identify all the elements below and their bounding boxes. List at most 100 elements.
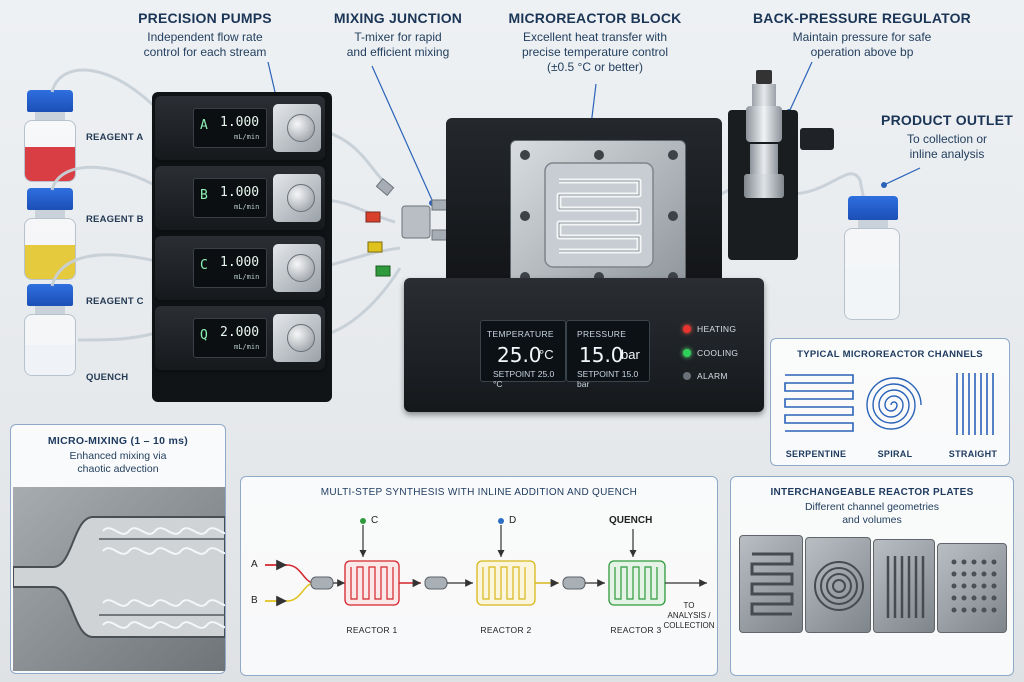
channels-panel: TYPICAL MICROREACTOR CHANNELS SERPENTINE… [770,338,1010,466]
reagent-b-bottle [22,188,82,283]
outlet-header: PRODUCT OUTLET To collection or inline a… [872,112,1022,162]
bpr-desc-line2: operation above bp [810,45,914,59]
pump-q-display: Q 2.000 mL/min [193,318,267,358]
cooling-led [683,349,691,357]
mixing-desc-line2: and efficient mixing [346,45,450,59]
plates-title: INTERCHANGEABLE REACTOR PLATES [770,487,974,498]
reactor-header: MICROREACTOR BLOCK Excellent heat transf… [490,10,700,75]
micromixing-desc-line1: Enhanced mixing via [69,450,167,462]
pressure-unit: bar [621,347,640,362]
pump-q-knob[interactable] [287,324,315,352]
pump-a-channel: A [200,118,208,133]
mixing-header: MIXING JUNCTION T-mixer for rapid and ef… [318,10,478,60]
pump-b-knob[interactable] [287,184,315,212]
reactor-desc-line2: precise temperature control [521,45,669,59]
spiral-label: SPIRAL [877,449,913,459]
synthesis-diagram [265,518,707,607]
pump-a-head [273,104,321,152]
pump-q-flow-value: 2.000 [220,325,260,340]
quench-input-label: QUENCH [609,515,653,526]
pump-b[interactable]: B 1.000 mL/min [155,166,325,230]
pump-c-channel: C [200,258,208,273]
pump-a-display: A 1.000 mL/min [193,108,267,148]
output-label-line3: COLLECTION [663,621,715,630]
pump-c-unit: mL/min [234,273,260,281]
pump-b-channel: B [200,188,208,203]
reactor-desc-line3: (±0.5 °C or better) [546,60,644,74]
heating-label: HEATING [697,324,737,334]
reagent-a-label: REAGENT A [86,132,144,143]
straight-label: STRAIGHT [948,449,998,459]
mixing-title: MIXING JUNCTION [333,10,463,26]
input-c-label: C [371,515,379,526]
plates-desc-line1: Different channel geometries [804,501,940,513]
bpr-fitting [800,128,834,150]
reagent-c-label: REAGENT C [86,296,144,307]
outlet-desc-line2: inline analysis [909,147,985,161]
micromixing-title: MICRO-MIXING (1 – 10 ms) [47,435,189,447]
reagent-a-liquid [25,147,75,181]
pressure-label: PRESSURE [577,329,627,339]
pump-c-display: C 1.000 mL/min [193,248,267,288]
temperature-setpoint: SETPOINT 25.0 °C [493,369,555,389]
plates-desc-line2: and volumes [842,514,902,526]
pumps-title: PRECISION PUMPS [138,10,272,26]
reactor-plate [510,140,686,290]
serpentine-label: SERPENTINE [785,449,847,459]
heating-led [683,325,691,333]
serpentine-plate [739,535,803,633]
quench-label: QUENCH [86,372,129,383]
pump-c[interactable]: C 1.000 mL/min [155,236,325,300]
reagent-c-bottle [22,284,82,379]
bottle-cap [27,90,73,112]
pump-a[interactable]: A 1.000 mL/min [155,96,325,160]
pump-c-head [273,244,321,292]
spiral-plate [805,537,871,633]
plates-panel: INTERCHANGEABLE REACTOR PLATES Different… [730,476,1014,676]
outlet-title: PRODUCT OUTLET [881,112,1013,128]
synthesis-panel: MULTI-STEP SYNTHESIS WITH INLINE ADDITIO… [240,476,718,676]
temperature-unit: °C [539,347,554,362]
outlet-desc-line1: To collection or [906,132,988,146]
alarm-led [683,372,691,380]
output-label: TO ANALYSIS / COLLECTION [659,601,719,631]
straight-channel-icon [956,373,994,435]
pumps-desc-line2: control for each stream [143,45,267,59]
pump-c-knob[interactable] [287,254,315,282]
bpr-header: BACK-PRESSURE REGULATOR Maintain pressur… [742,10,982,60]
channel-geometries [784,373,994,435]
input-b-label: B [251,595,258,606]
channels-panel-title: TYPICAL MICROREACTOR CHANNELS [797,349,983,360]
pumps-header: PRECISION PUMPS Independent flow rate co… [110,10,300,60]
serpentine-channel-icon [784,374,854,432]
pump-b-flow-value: 1.000 [220,185,260,200]
micromixing-image [13,487,225,671]
pump-b-display: B 1.000 mL/min [193,178,267,218]
reactor-serpentine-channel [520,150,678,282]
reactor-desc-line1: Excellent heat transfer with [522,30,668,44]
bpr-desc-line1: Maintain pressure for safe [792,30,932,44]
pumps-desc-line1: Independent flow rate [147,30,263,44]
pump-q[interactable]: Q 2.000 mL/min [155,306,325,370]
pump-b-unit: mL/min [234,203,260,211]
cooling-label: COOLING [697,348,739,358]
pump-q-channel: Q [200,328,208,343]
bpr-valve [744,70,784,230]
reactor-2-label: REACTOR 2 [480,625,532,635]
pump-b-head [273,174,321,222]
temperature-value: 25.0 [497,343,542,367]
pillar-array-plate [937,543,1007,633]
straight-plate [873,539,935,633]
pump-a-unit: mL/min [234,133,260,141]
bpr-title: BACK-PRESSURE REGULATOR [753,10,971,26]
input-a-label: A [251,559,258,570]
pump-q-head [273,314,321,362]
temperature-label: TEMPERATURE [487,329,554,339]
pressure-value: 15.0 [579,343,624,367]
pump-a-knob[interactable] [287,114,315,142]
reactor-1-label: REACTOR 1 [346,625,398,635]
reagent-b-label: REAGENT B [86,214,144,225]
output-label-line1: TO [683,601,695,610]
reactor-title: MICROREACTOR BLOCK [508,10,682,26]
pump-a-flow-value: 1.000 [220,115,260,130]
